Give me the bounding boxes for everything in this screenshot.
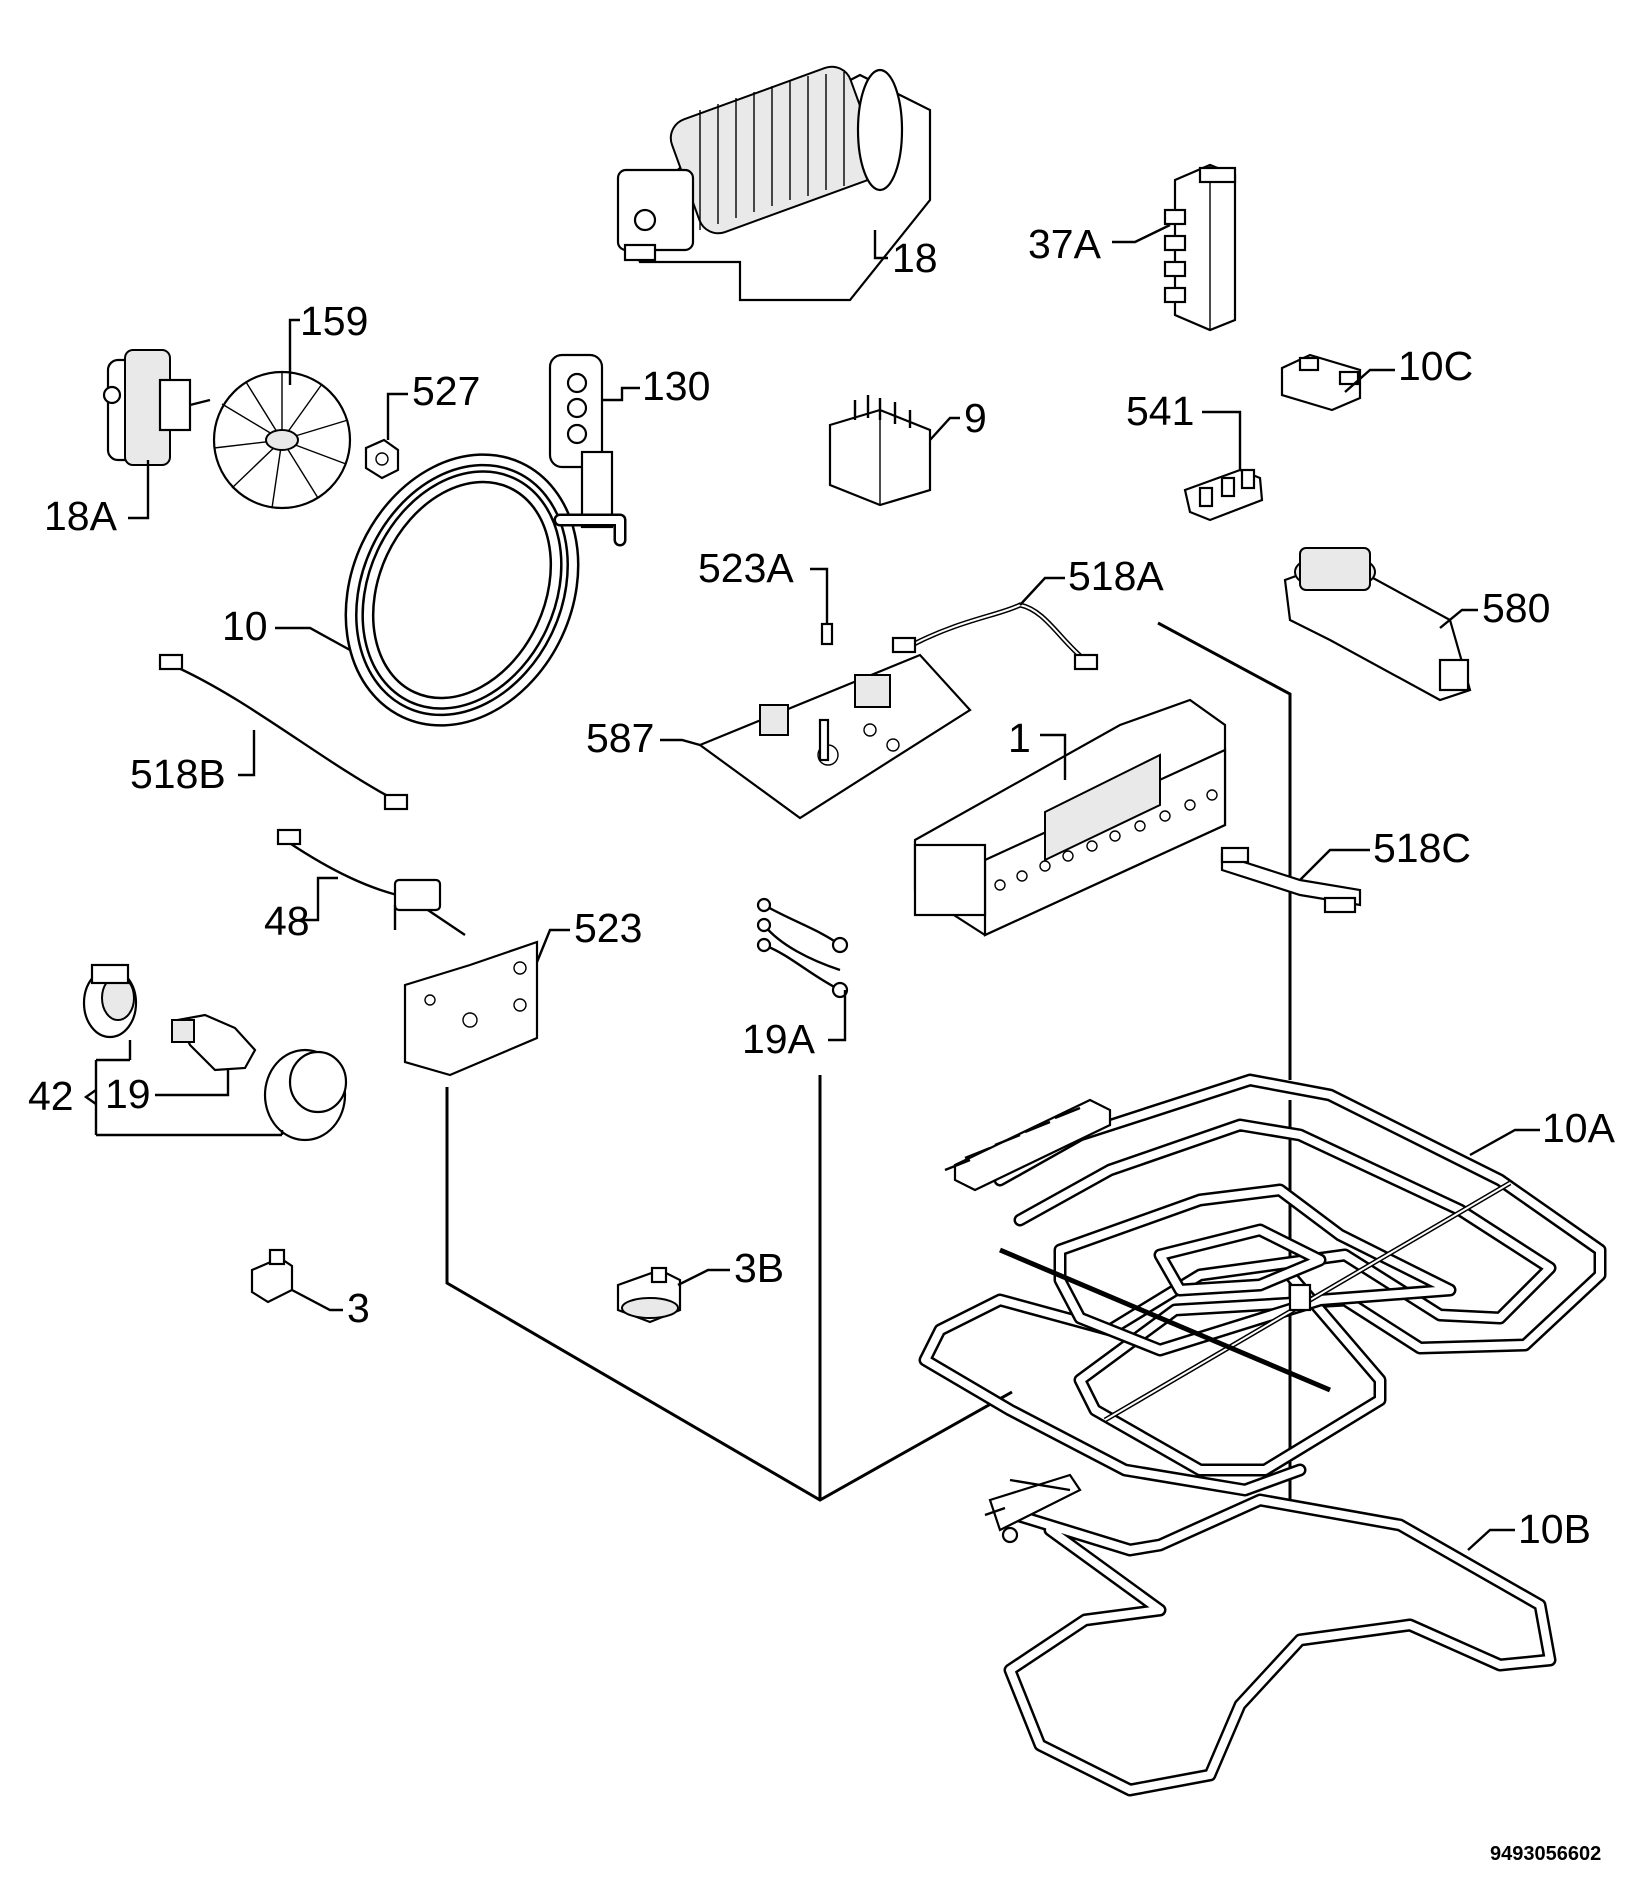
label-518c: 518C (1373, 825, 1471, 871)
leader-587 (660, 738, 701, 747)
label-19a: 19A (742, 1016, 816, 1062)
label-518a: 518A (1068, 553, 1164, 599)
door-lock-part-580 (1283, 547, 1472, 702)
leader-580 (1439, 608, 1478, 629)
leader-523 (535, 928, 570, 963)
leader-518c (1299, 848, 1370, 881)
label-159: 159 (300, 298, 368, 344)
label-523a: 523A (698, 545, 794, 591)
label-48: 48 (264, 898, 310, 944)
leader-10c (1344, 368, 1395, 393)
leader-527 (386, 392, 408, 440)
bracket-42 (83, 1058, 282, 1137)
leader-18 (873, 230, 888, 260)
leader-37a (1112, 223, 1171, 244)
bottom-element-part-10b (984, 1473, 1557, 1797)
label-587: 587 (586, 715, 654, 761)
label-580: 580 (1482, 585, 1550, 631)
leader-10 (275, 626, 351, 652)
leader-1 (1040, 733, 1067, 780)
label-19: 19 (105, 1071, 151, 1117)
label-18: 18 (892, 235, 938, 281)
thermal-cutout-part-10c (1280, 353, 1362, 412)
label-130: 130 (642, 363, 710, 409)
label-10b: 10B (1518, 1506, 1591, 1552)
sensor-part-523a (820, 622, 834, 646)
leader-48 (300, 876, 338, 922)
leader-18a (128, 460, 150, 520)
part-labels: 18 37A 159 527 130 9 10C 541 18A 523A 51… (28, 221, 1616, 1865)
gasket-plate-part-130 (548, 353, 604, 469)
thermostat-part-3 (250, 1248, 294, 1304)
label-37a: 37A (1028, 221, 1102, 267)
label-9: 9 (964, 395, 987, 441)
meat-probe-part-48 (276, 828, 466, 936)
leader-3b (677, 1268, 730, 1287)
relay-part-9 (828, 395, 932, 507)
lamp-leads-part-19a (756, 897, 849, 999)
leader-10a (1469, 1128, 1540, 1157)
leader-523a (810, 567, 829, 624)
leader-19 (155, 1068, 230, 1097)
label-3: 3 (347, 1285, 370, 1331)
lamp-holder-part-42 (82, 963, 138, 1039)
label-42: 42 (28, 1073, 74, 1119)
label-18a: 18A (44, 493, 118, 539)
leader-3 (291, 1288, 343, 1312)
nut-part-527 (364, 438, 400, 480)
wiring-lead-part-518b (158, 653, 409, 811)
thermostat-part-3b (616, 1266, 682, 1324)
wiring-harness-part-518a (891, 602, 1099, 671)
label-518b: 518B (130, 751, 226, 797)
terminal-block-part-541 (1183, 468, 1264, 522)
leader-159 (288, 318, 300, 385)
circular-heating-element-part-10 (344, 450, 627, 727)
cavity-frame-lines (445, 621, 1292, 1502)
document-number: 9493056602 (1490, 1843, 1601, 1865)
fan-blade-part-159 (212, 370, 352, 510)
leader-541 (1202, 410, 1242, 470)
fan-motor-part-18a (102, 349, 211, 466)
circuit-board-part-587 (697, 653, 972, 820)
label-3b: 3B (734, 1245, 784, 1291)
label-10: 10 (222, 603, 268, 649)
leader-518b (238, 730, 256, 777)
label-527: 527 (412, 368, 480, 414)
bracket-part-523 (403, 940, 539, 1077)
label-523: 523 (574, 905, 642, 951)
lamp-cover-part-42 (263, 1048, 348, 1142)
leader-130 (602, 386, 640, 402)
leader-9 (929, 416, 960, 441)
label-10a: 10A (1542, 1105, 1616, 1151)
leader-518a (1019, 576, 1065, 606)
connector-strip-part-37a (1163, 163, 1237, 332)
leader-19a (828, 990, 847, 1042)
control-panel-part-1 (913, 698, 1227, 937)
tangential-fan-part-18 (616, 65, 932, 302)
lamp-bulb-part-19 (171, 1013, 257, 1072)
label-1: 1 (1008, 715, 1031, 761)
grill-element-part-10a (918, 1073, 1607, 1497)
label-10c: 10C (1398, 343, 1473, 389)
label-541: 541 (1126, 388, 1194, 434)
leader-10b (1467, 1528, 1515, 1551)
